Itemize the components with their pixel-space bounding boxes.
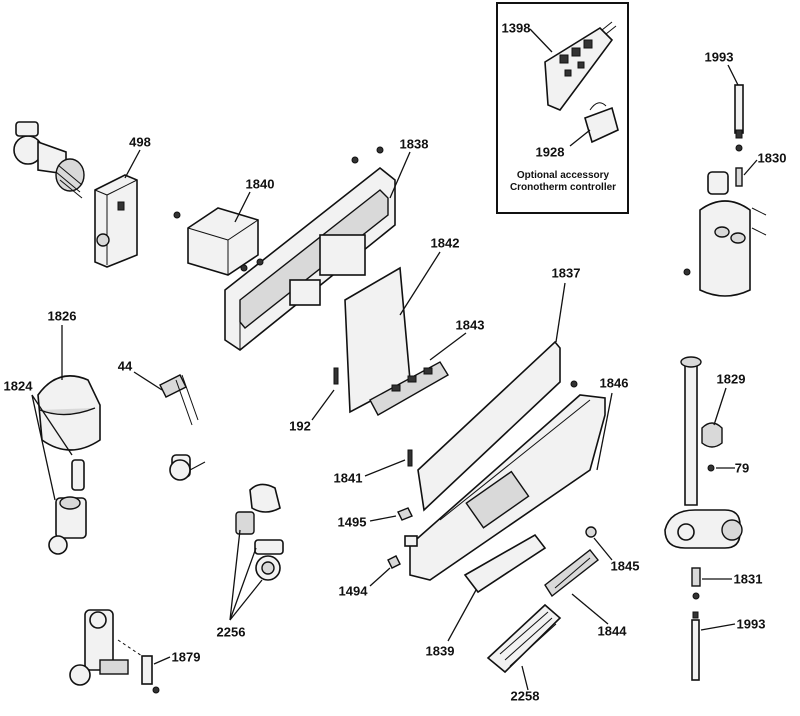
fan-1826-part [37,375,101,491]
callout-1830: 1830 [757,150,787,166]
callout-1842: 1842 [430,235,460,251]
sensor-group-2256-part [235,483,284,581]
callout-1993-bottom: 1993 [736,616,766,632]
callout-1879: 1879 [171,649,201,665]
valve-1879-part [69,609,160,694]
clip-1494-part [387,535,418,569]
screw-192-part [333,367,339,385]
callout-1839: 1839 [425,643,455,659]
callout-1928: 1928 [535,144,565,160]
callout-1829: 1829 [716,371,746,387]
callout-79: 79 [734,460,750,476]
callout-1495: 1495 [337,514,367,530]
callout-1837: 1837 [551,265,581,281]
sensor-1829-part [701,422,723,448]
callout-2258: 2258 [510,688,540,704]
cronotherm-controller-part [544,21,617,111]
circuit-board-1843-part [369,361,449,416]
valve-cover-part [94,174,138,268]
probe-part-top [734,84,744,187]
probe-1993-bottom-part [691,611,700,681]
callout-1398: 1398 [501,20,531,36]
callout-1826: 1826 [47,308,77,324]
valve-1824-part [48,496,87,555]
callout-1844: 1844 [597,623,627,639]
accessory-caption-line1: Optional accessory [516,170,610,181]
ignition-44-part [159,374,206,481]
callout-192: 192 [289,418,311,434]
knob-1845-part [585,526,597,538]
strip-1844-part [544,549,599,598]
callout-44: 44 [117,358,133,374]
probe-1831-part [691,567,701,600]
accessory-caption: Optional accessory Cronotherm controller [505,170,621,194]
controller-bracket-part [584,102,619,144]
callout-1840: 1840 [245,176,275,192]
callout-1824: 1824 [3,378,33,394]
flue-pipe-part [664,356,743,549]
accessory-frame [496,2,629,214]
callout-1494: 1494 [338,583,368,599]
housing-frame-1838-part [224,146,396,351]
clip-1495-part [397,507,413,521]
callout-2256: 2256 [216,624,246,640]
accessory-caption-line2: Cronotherm controller [509,182,617,193]
pin-1841-part [407,449,413,467]
gas-valve-part [13,121,85,199]
front-cover-1837-part [409,340,606,581]
callout-1838: 1838 [399,136,429,152]
callout-1843: 1843 [455,317,485,333]
callout-498: 498 [129,134,151,150]
callout-1841: 1841 [333,470,363,486]
callout-1846: 1846 [599,375,629,391]
bracket-1840-part [173,207,259,276]
door-1839-part [463,533,547,594]
callout-1831: 1831 [733,571,763,587]
tank-part [683,171,767,297]
label-plate-2258-part [486,603,562,674]
washer-79-part [707,464,715,472]
callout-1845: 1845 [610,558,640,574]
callout-1993-top: 1993 [704,49,734,65]
